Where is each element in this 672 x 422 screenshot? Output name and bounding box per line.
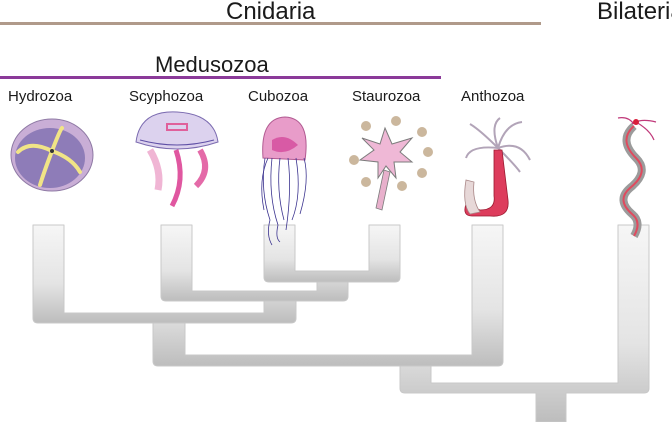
bilateria-illustration (617, 117, 657, 238)
clade-label-medusozoa: Medusozoa (155, 52, 269, 77)
taxon-label-hydrozoa: Hydrozoa (8, 88, 73, 105)
clade-label-bilateria: Bilateria (597, 0, 672, 25)
hydrozoa-illustration (10, 118, 94, 192)
scyphozoa-illustration (135, 111, 219, 208)
anthozoa-illustration (464, 117, 531, 217)
clade-label-cnidaria: Cnidaria (226, 0, 316, 25)
branch-cnidaria (152, 224, 504, 367)
staurozoa-illustration (349, 116, 433, 211)
medusozoa-bracket-line (0, 76, 441, 79)
cubozoa-illustration (261, 116, 307, 246)
cnidaria-bracket-line (0, 22, 541, 25)
taxon-label-cubozoa: Cubozoa (248, 88, 309, 105)
taxon-label-scyphozoa: Scyphozoa (129, 88, 204, 105)
taxon-label-anthozoa: Anthozoa (461, 88, 525, 105)
branch-root (399, 224, 650, 422)
branch-cubo-stauro (263, 224, 401, 283)
taxon-label-staurozoa: Staurozoa (352, 88, 421, 105)
